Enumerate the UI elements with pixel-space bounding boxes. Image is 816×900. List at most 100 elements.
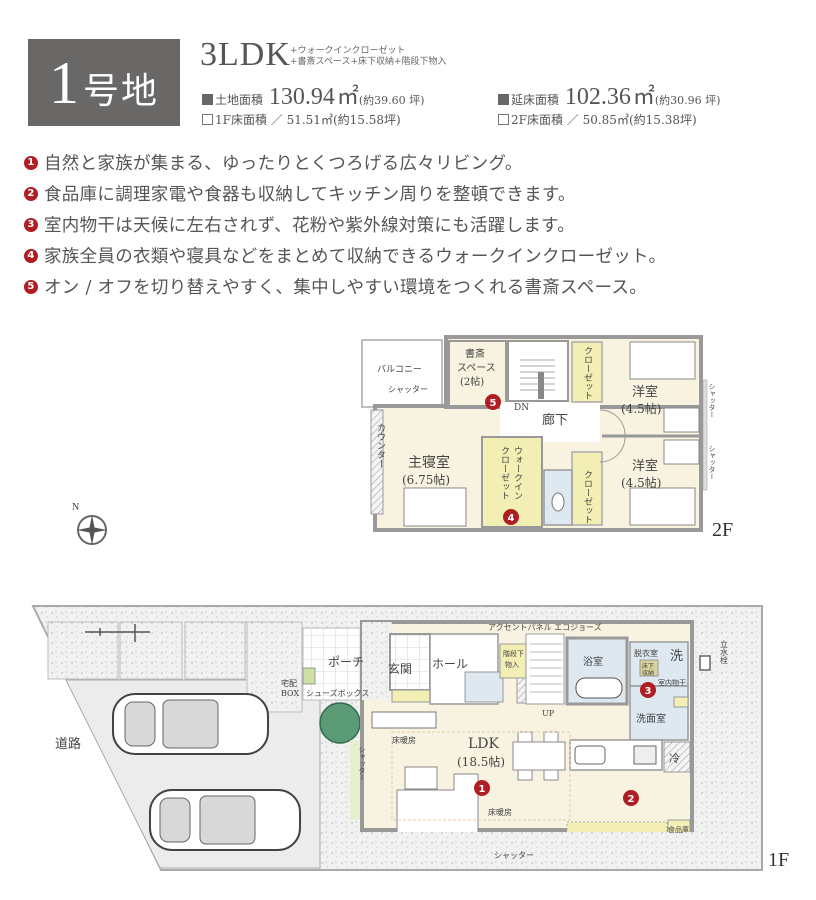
marker-3 <box>640 682 656 698</box>
land-area-unit: ㎡ <box>336 85 359 110</box>
label-western-room-b: 洋室 <box>632 458 658 474</box>
svg-text:3: 3 <box>645 686 652 697</box>
car-icon <box>149 789 301 851</box>
label-counter: カウンター <box>375 423 386 468</box>
floor2-area-row: 2F床面積 ／ 50.85㎡(約15.38坪) <box>498 111 697 128</box>
layout-type: 3LDK <box>200 36 291 73</box>
feature-item: 1 自然と家族が集まる、ゆったりとくつろげる広々リビング。 <box>24 147 666 178</box>
label-underfloor-2: 収納 <box>642 669 654 677</box>
marker-badge: 4 <box>24 248 38 263</box>
label-under-stairs-1: 階段下 <box>503 649 524 658</box>
lot-number: 1 <box>48 49 79 116</box>
land-area-row: 土地面積 130.94㎡(約39.60 坪) <box>202 79 424 111</box>
label-fridge: 冷 <box>669 752 680 765</box>
svg-text:5: 5 <box>490 398 497 409</box>
total-floor-area-tsubo: (約30.96 坪) <box>654 94 721 107</box>
label-accent-panel: アクセントパネル エコジョーズ <box>488 622 602 632</box>
lot-number-badge: 1 号地 <box>28 39 180 126</box>
tree-icon <box>319 702 361 744</box>
label-washroom: 洗面室 <box>636 712 666 725</box>
label-closet-upper: クローゼット <box>582 346 593 400</box>
label-delivery-box-2: BOX <box>281 689 299 698</box>
floor-2-plan: バルコニー シャッター 書斎 スペース (2帖) DN 廊下 カウンター 主寝室… <box>361 335 733 541</box>
label-hallway: 廊下 <box>542 412 568 428</box>
land-area-label: 土地面積 <box>215 93 264 107</box>
label-master-bedroom-size: (6.75帖) <box>402 472 450 487</box>
staircase-2f <box>507 340 569 402</box>
marker-5 <box>485 394 501 410</box>
label-floor-heating-b: 床暖房 <box>488 807 512 817</box>
extras-line-1: +ウォークインクローゼット <box>290 46 406 56</box>
total-floor-area-unit: ㎡ <box>632 85 655 110</box>
floor-2-label: 2F <box>712 519 733 541</box>
label-hall: ホール <box>432 657 468 671</box>
marker-badge: 5 <box>24 279 38 294</box>
empty-square-icon <box>498 114 509 125</box>
toilet-1f <box>464 671 504 703</box>
floor1-area-label: 1F床面積 ／ 51.51㎡(約15.58坪) <box>215 113 401 127</box>
label-dressing-room: 脱衣室 <box>634 648 658 658</box>
label-study-3: (2帖) <box>460 375 484 388</box>
svg-text:2: 2 <box>628 794 635 805</box>
label-shutter-a: シャッター <box>708 383 716 418</box>
marker-badge: 1 <box>24 155 38 170</box>
label-faucet: 立水栓 <box>720 639 729 665</box>
label-balcony-shutter: シャッター <box>388 385 428 394</box>
label-bathroom: 浴室 <box>583 655 603 668</box>
feature-text: 家族全員の衣類や寝具などをまとめて収納できるウォークインクローゼット。 <box>44 247 667 267</box>
label-pantry: 食品庫 <box>668 825 689 834</box>
floor2-area-label: 2F床面積 ／ 50.85㎡(約15.38坪) <box>511 113 697 127</box>
label-delivery-box-1: 宅配 <box>281 678 297 688</box>
land-area-tsubo: (約39.60 坪) <box>358 94 425 107</box>
label-ldk-size: (18.5帖) <box>457 754 505 769</box>
label-underfloor-1: 床下 <box>642 662 654 670</box>
compass-north-label: N <box>72 502 79 513</box>
label-wic-1: ウォークイン <box>512 446 523 500</box>
label-ldk: LDK <box>468 736 500 752</box>
label-wic-2: クローゼット <box>499 446 510 500</box>
floor1-area-row: 1F床面積 ／ 51.51㎡(約15.58坪) <box>202 111 401 128</box>
label-balcony: バルコニー <box>377 364 422 375</box>
label-road: 道路 <box>55 736 81 752</box>
closet-upper <box>571 341 603 403</box>
total-floor-area-value: 102.36 <box>564 84 631 110</box>
label-shutter-b: シャッター <box>708 445 716 480</box>
toilet-2f <box>543 469 573 526</box>
label-shutter-left: シャッター <box>358 746 366 781</box>
label-study-1: 書斎 <box>465 347 485 360</box>
extras-line-2: +書斎スペース+床下収納+階段下物入 <box>290 57 447 67</box>
label-western-room-a-size: (4.5帖) <box>621 401 661 416</box>
label-western-room-a: 洋室 <box>632 384 658 400</box>
total-floor-area-row: 延床面積 102.36㎡(約30.96 坪) <box>498 79 720 111</box>
layout-extras: +ウォークインクローゼット +書斎スペース+床下収納+階段下物入 <box>290 46 447 68</box>
svg-text:4: 4 <box>508 513 515 524</box>
filled-square-icon <box>498 94 509 105</box>
balcony <box>361 339 443 408</box>
feature-text: 自然と家族が集まる、ゆったりとくつろげる広々リビング。 <box>44 154 523 174</box>
label-porch: ポーチ <box>328 655 364 669</box>
floor-1-label: 1F <box>768 849 789 871</box>
label-shutter-bottom: シャッター <box>494 851 534 860</box>
label-stairs-up: UP <box>542 709 555 718</box>
floor-1-plan: 道路 宅配 BOX ポーチ 玄関 ホール シューズボックス 階段下 物入 アクセ… <box>31 605 789 871</box>
land-area-value: 130.94 <box>268 84 335 110</box>
compass-icon: N <box>72 502 107 545</box>
bicycle-icon <box>85 624 150 642</box>
label-closet-lower: クローゼット <box>582 470 593 524</box>
label-indoor-drying: 室内物干 <box>658 678 686 687</box>
label-study-2: スペース <box>457 363 496 374</box>
label-western-room-b-size: (4.5帖) <box>621 475 661 490</box>
car-icon <box>112 693 269 755</box>
filled-square-icon <box>202 94 213 105</box>
label-under-stairs-2: 物入 <box>505 660 519 669</box>
label-master-bedroom: 主寝室 <box>408 454 450 471</box>
feature-item: 4 家族全員の衣類や寝具などをまとめて収納できるウォークインクローゼット。 <box>24 240 666 271</box>
svg-text:1: 1 <box>479 784 486 795</box>
empty-square-icon <box>202 114 213 125</box>
label-shoe-box: シューズボックス <box>306 688 369 698</box>
